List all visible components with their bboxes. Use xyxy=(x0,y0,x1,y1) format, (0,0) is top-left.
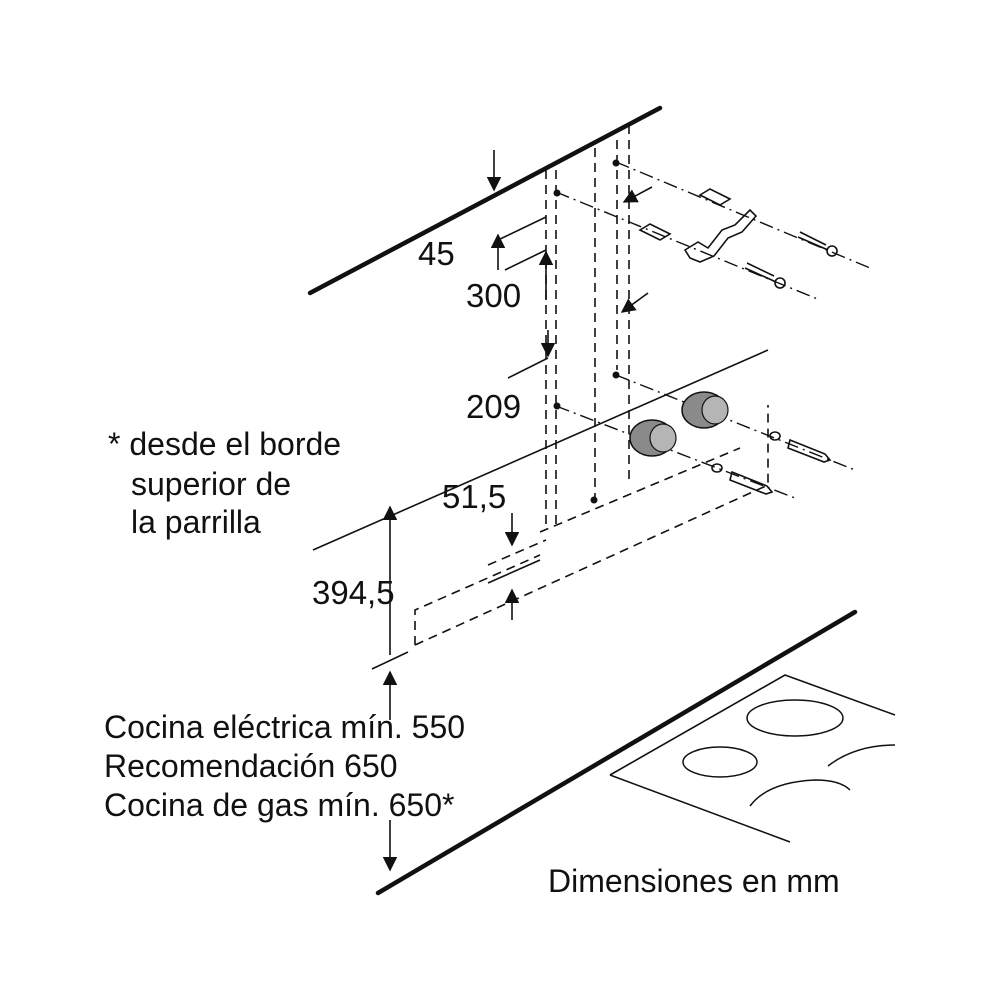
chimney-guides xyxy=(545,125,630,530)
units-caption: Dimensiones en mm xyxy=(548,863,840,899)
dimension-lines xyxy=(371,150,653,872)
footnote-line-3: la parrilla xyxy=(131,504,261,540)
clearance-electric: Cocina eléctrica mín. 550 xyxy=(104,709,465,745)
hob-icon xyxy=(609,674,896,843)
clearance-recommended: Recomendación 650 xyxy=(104,748,398,784)
hole-markers xyxy=(553,159,620,504)
wall-reference-line xyxy=(312,349,769,551)
fixing-axes xyxy=(555,161,871,499)
dim-300-label: 300 xyxy=(466,277,521,314)
ceiling-line xyxy=(307,105,663,296)
dim-51-5-label: 51,5 xyxy=(442,478,506,515)
upper-screw-icon xyxy=(744,231,838,289)
footnote-line-1: * desde el borde xyxy=(108,426,341,462)
dim-394-5-label: 394,5 xyxy=(312,574,395,611)
lower-screw-icon xyxy=(711,431,832,495)
hood-outline xyxy=(414,405,769,646)
hob-surface-line xyxy=(375,609,858,896)
clearance-gas: Cocina de gas mín. 650* xyxy=(104,787,454,823)
footnote-line-2: superior de xyxy=(131,466,291,502)
dim-209-label: 209 xyxy=(466,388,521,425)
mounting-bracket-icon xyxy=(638,188,758,263)
wall-plug-icon xyxy=(629,391,729,457)
dim-45-label: 45 xyxy=(418,235,455,272)
